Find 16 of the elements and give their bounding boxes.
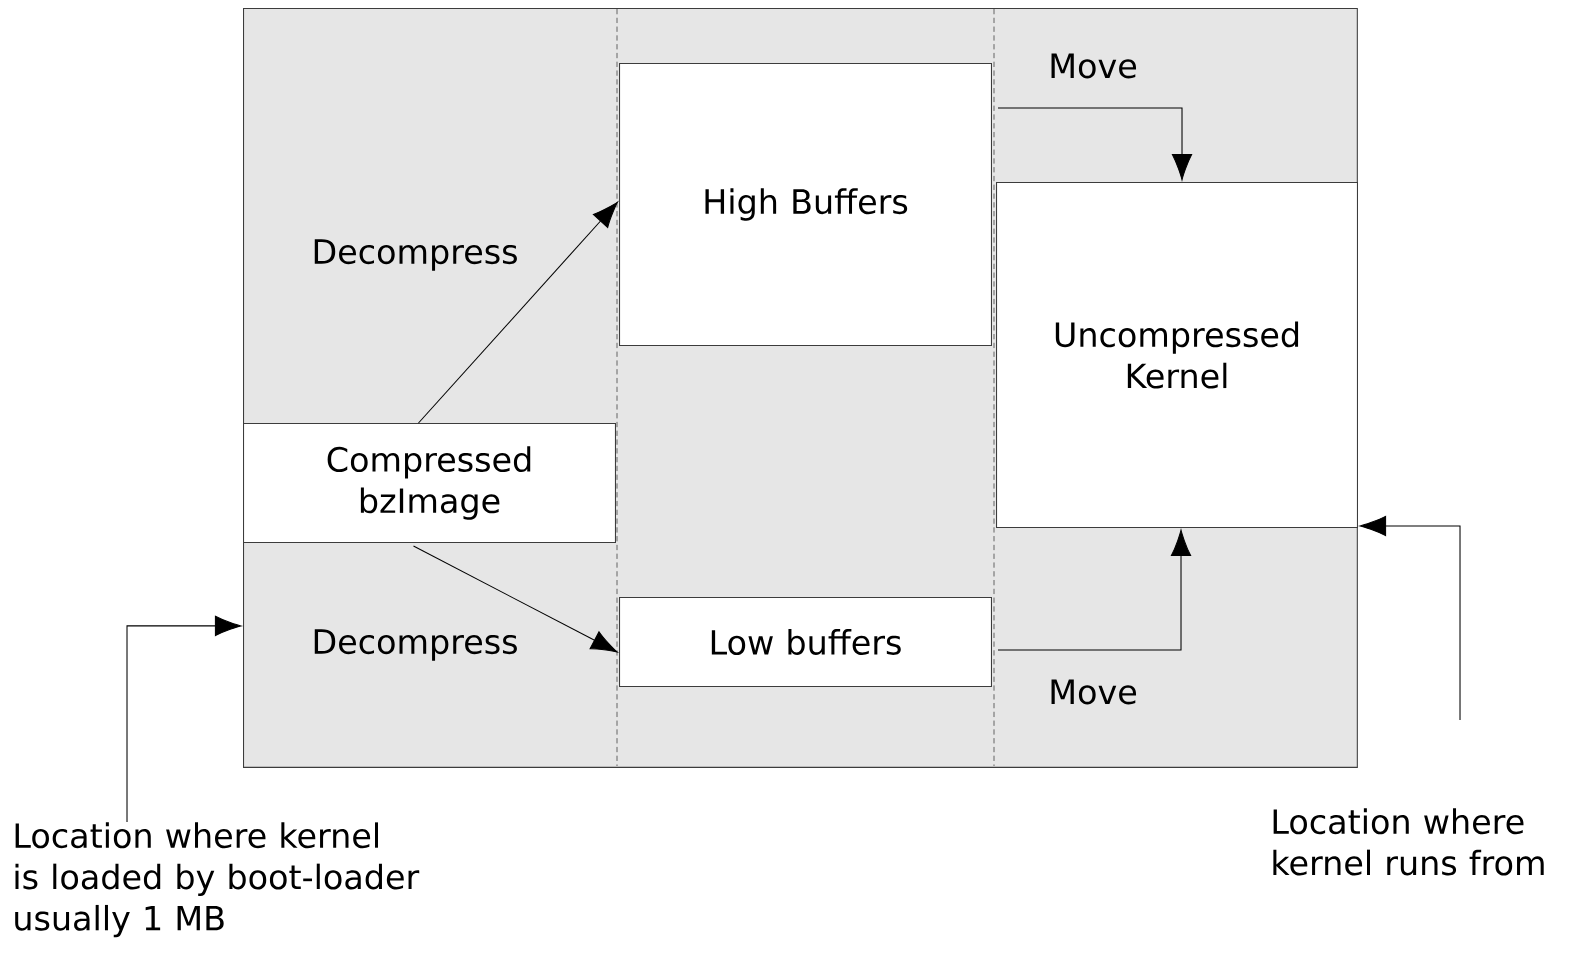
edge-label: Move (1051, 53, 1136, 79)
arrow (1359, 515, 1461, 721)
arrow (126, 615, 242, 823)
buffer-box: High Buffers (619, 63, 992, 346)
arrow (997, 107, 1193, 181)
buffer-box: Low buffers (619, 597, 992, 688)
edge-label: Move (1051, 679, 1136, 705)
edge-label: Decompress (314, 629, 517, 661)
arrow (412, 545, 618, 653)
arrow (417, 201, 619, 424)
kernel-box: Uncompressed Kernel (996, 182, 1358, 528)
annotation-text: Location where kernel is loaded by boot-loader usually 1 MB (15, 822, 420, 938)
edge-label: Decompress (314, 239, 517, 271)
arrow (997, 529, 1192, 651)
annotation-text: Location where kernel runs from (1273, 808, 1544, 876)
image-box: Compressed bzImage (243, 423, 616, 544)
